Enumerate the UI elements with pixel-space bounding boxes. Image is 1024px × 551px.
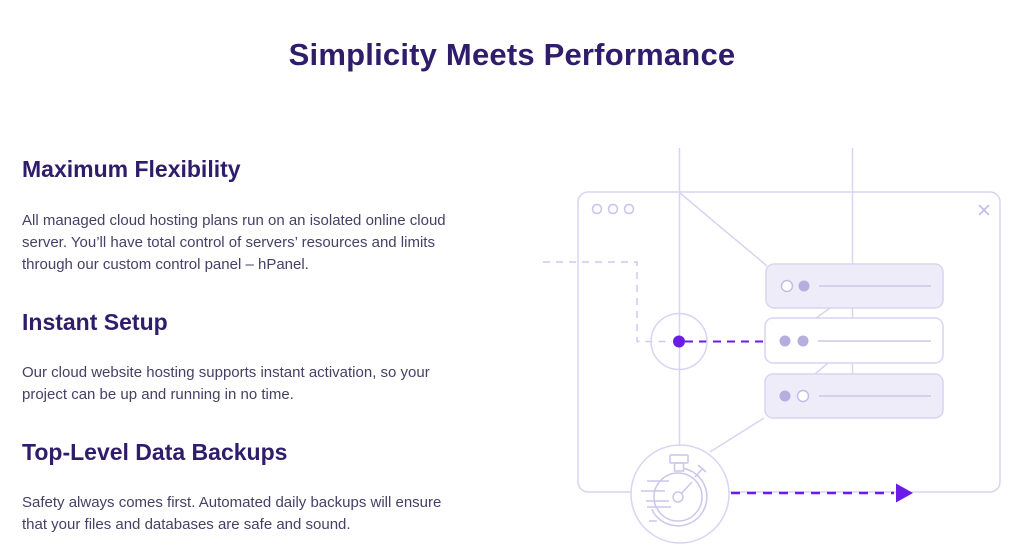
status-dot-outline bbox=[780, 279, 794, 293]
window-controls-icon bbox=[591, 203, 635, 215]
feature-body-setup: Our cloud website hosting supports insta… bbox=[22, 364, 430, 403]
server-rack-3 bbox=[764, 373, 944, 419]
dashed-guide-connector bbox=[543, 261, 672, 343]
active-node-dot bbox=[673, 335, 685, 348]
status-dot-outline bbox=[796, 389, 810, 403]
page-title: Simplicity Meets Performance bbox=[288, 36, 736, 72]
status-dot-filled bbox=[779, 390, 791, 402]
feature-heading-flexibility: Maximum Flexibility bbox=[22, 156, 241, 182]
feature-body-flexibility: All managed cloud hosting plans run on a… bbox=[22, 212, 446, 273]
speed-arrow-icon bbox=[731, 483, 913, 503]
connector-node bbox=[650, 312, 708, 371]
feature-body-backups: Safety always comes first. Automated dai… bbox=[22, 494, 442, 533]
status-dot-filled bbox=[798, 280, 810, 292]
close-icon bbox=[978, 204, 990, 216]
feature-heading-backups: Top-Level Data Backups bbox=[22, 439, 288, 465]
feature-heading-setup: Instant Setup bbox=[22, 309, 168, 335]
server-rack-1 bbox=[765, 263, 944, 309]
server-rack-2 bbox=[764, 317, 944, 364]
status-dot-filled bbox=[797, 335, 809, 347]
status-dot-filled bbox=[779, 335, 791, 347]
stopwatch-icon bbox=[630, 444, 730, 544]
